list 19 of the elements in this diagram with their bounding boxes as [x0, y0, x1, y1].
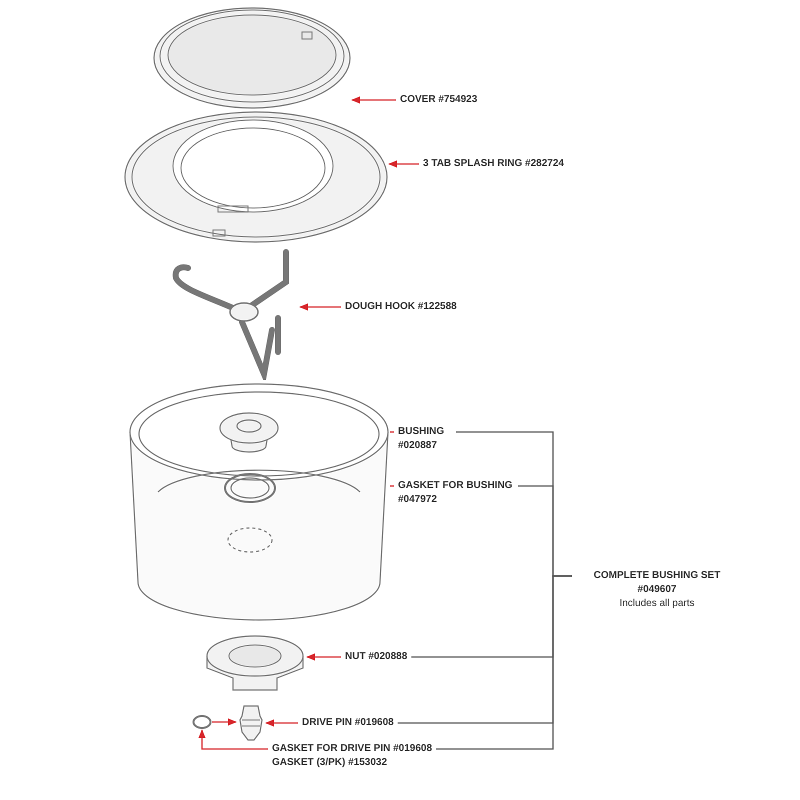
part-label: GASKET FOR DRIVE PIN #019608 [272, 742, 432, 756]
note-text: Includes all parts [618, 597, 696, 611]
part-label: BUSHING #020887 [394, 425, 456, 453]
leader-arrow [265, 719, 298, 727]
leader-arrow [198, 729, 268, 750]
leader-arrow [388, 160, 419, 168]
leader-arrow [299, 303, 341, 311]
part-label: 3 TAB SPLASH RING #282724 [419, 157, 568, 171]
leader-arrow [351, 96, 396, 104]
part-label: DRIVE PIN #019608 [298, 716, 398, 730]
part-label: DOUGH HOOK #122588 [341, 300, 461, 314]
part-label: NUT #020888 [341, 650, 412, 664]
part-label: COVER #754923 [396, 93, 482, 107]
part-label: COMPLETE BUSHING SET #049607 [592, 569, 722, 597]
leader-arrow [212, 718, 237, 726]
part-label: GASKET FOR BUSHING #047972 [394, 479, 518, 507]
leader-arrow [306, 653, 341, 661]
part-label: GASKET (3/PK) #153032 [272, 756, 388, 770]
bracket-line [436, 575, 572, 750]
